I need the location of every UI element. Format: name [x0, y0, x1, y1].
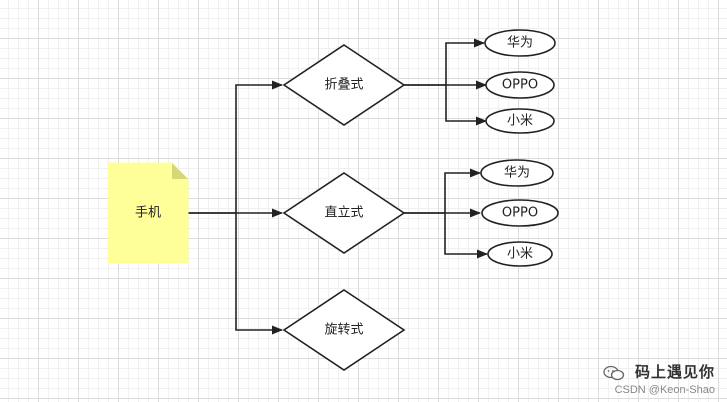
brand-label: 华为 — [504, 166, 530, 181]
connector-root-cat-0 — [188, 80, 284, 214]
brand-ellipse — [487, 241, 553, 267]
cat-0-connectors — [404, 38, 488, 126]
root-note-body — [107, 162, 189, 264]
watermark-credit: CSDN @Keon-Shao — [614, 384, 715, 396]
brand-label: 华为 — [507, 36, 533, 51]
category-label: 直立式 — [324, 206, 363, 221]
brand-node[interactable]: 小米 — [485, 108, 555, 134]
root-connectors — [188, 80, 284, 335]
watermark: 码上遇见你 CSDN @Keon-Shao — [602, 361, 715, 396]
category-label: 折叠式 — [324, 78, 363, 93]
category-node-1[interactable]: 直立式 — [282, 172, 406, 254]
connector-cat-0-brand-0 — [404, 38, 486, 86]
category-diamond — [282, 289, 406, 371]
wechat-icon — [602, 365, 624, 380]
brand-ellipse — [480, 159, 554, 187]
watermark-title: 码上遇见你 — [634, 364, 715, 381]
brand-ellipse — [484, 29, 556, 57]
category-node-2[interactable]: 旋转式 — [282, 289, 406, 371]
brand-label: 小米 — [507, 114, 533, 129]
category-label: 旋转式 — [324, 323, 363, 338]
brand-label: OPPO — [502, 78, 538, 93]
connector-cat-1-brand-2 — [444, 213, 489, 259]
root-note[interactable]: 手机 — [107, 162, 189, 264]
brand-ellipse — [481, 199, 559, 227]
connector-cat-1-brand-0 — [404, 168, 482, 214]
category-diamond — [282, 172, 406, 254]
brand-label: 小米 — [507, 247, 533, 262]
brand-node[interactable]: OPPO — [481, 199, 559, 227]
brand-ellipse — [485, 108, 555, 134]
brand-node[interactable]: 华为 — [484, 29, 556, 57]
category-node-0[interactable]: 折叠式 — [282, 44, 406, 126]
brand-ellipse — [485, 71, 555, 99]
connector-root-cat-2 — [235, 213, 284, 335]
root-label: 手机 — [135, 206, 161, 221]
root-note-fold — [172, 163, 188, 179]
category-diamond — [282, 44, 406, 126]
connector-cat-0-brand-2 — [445, 85, 488, 126]
cat-1-connectors — [404, 168, 489, 259]
brand-node[interactable]: 华为 — [480, 159, 554, 187]
watermark-title-row: 码上遇见你 — [602, 361, 715, 382]
brand-node[interactable]: OPPO — [485, 71, 555, 99]
brand-label: OPPO — [502, 206, 538, 221]
brand-node[interactable]: 小米 — [487, 241, 553, 267]
